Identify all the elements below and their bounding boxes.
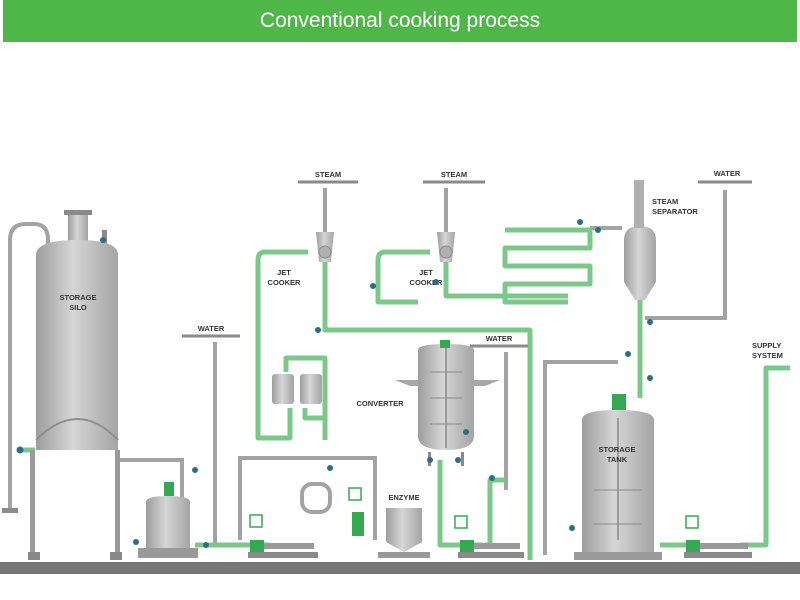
jet-cooker-1-label-1: JET (277, 268, 291, 277)
pump-2 (458, 540, 524, 558)
storage-tank-label-1: STORAGE (599, 445, 636, 454)
storage-silo (2, 210, 122, 560)
dosing-pump (300, 482, 364, 536)
level-gauges (249, 487, 699, 529)
jet-cooker-2 (437, 232, 455, 262)
floor (0, 562, 800, 574)
steam-separator-label-1: STEAM (652, 197, 678, 206)
filter-pair (272, 374, 322, 404)
pump-1 (248, 540, 318, 558)
jet-cooker-1-label-2: COOKER (268, 278, 302, 287)
water-label-3: WATER (714, 169, 741, 178)
supply-system-label-1: SUPPLY (752, 341, 781, 350)
converter-label: CONVERTER (356, 399, 404, 408)
storage-silo-label-2: SILO (69, 303, 87, 312)
mixing-vessel (138, 482, 198, 558)
enzyme-tank (378, 508, 430, 558)
steam-label-2: STEAM (441, 170, 467, 179)
pump-3 (684, 540, 752, 558)
jet-cooker-2-label-1: JET (419, 268, 433, 277)
water-label-2: WATER (486, 334, 513, 343)
valves (16, 219, 653, 548)
water-label-1: WATER (198, 324, 225, 333)
converter-vessel (395, 340, 500, 466)
storage-tank (574, 394, 662, 560)
jet-cooker-1 (316, 232, 334, 262)
steam-separator (624, 180, 656, 300)
enzyme-label: ENZYME (388, 493, 419, 502)
storage-silo-label-1: STORAGE (60, 293, 97, 302)
diagram-title: Conventional cooking process (3, 0, 797, 42)
steam-separator-label-2: SEPARATOR (652, 207, 698, 216)
steam-label-1: STEAM (315, 170, 341, 179)
jet-cooker-2-label-2: COOKER (410, 278, 444, 287)
storage-tank-label-2: TANK (607, 455, 628, 464)
supply-system-label-2: SYSTEM (752, 351, 783, 360)
